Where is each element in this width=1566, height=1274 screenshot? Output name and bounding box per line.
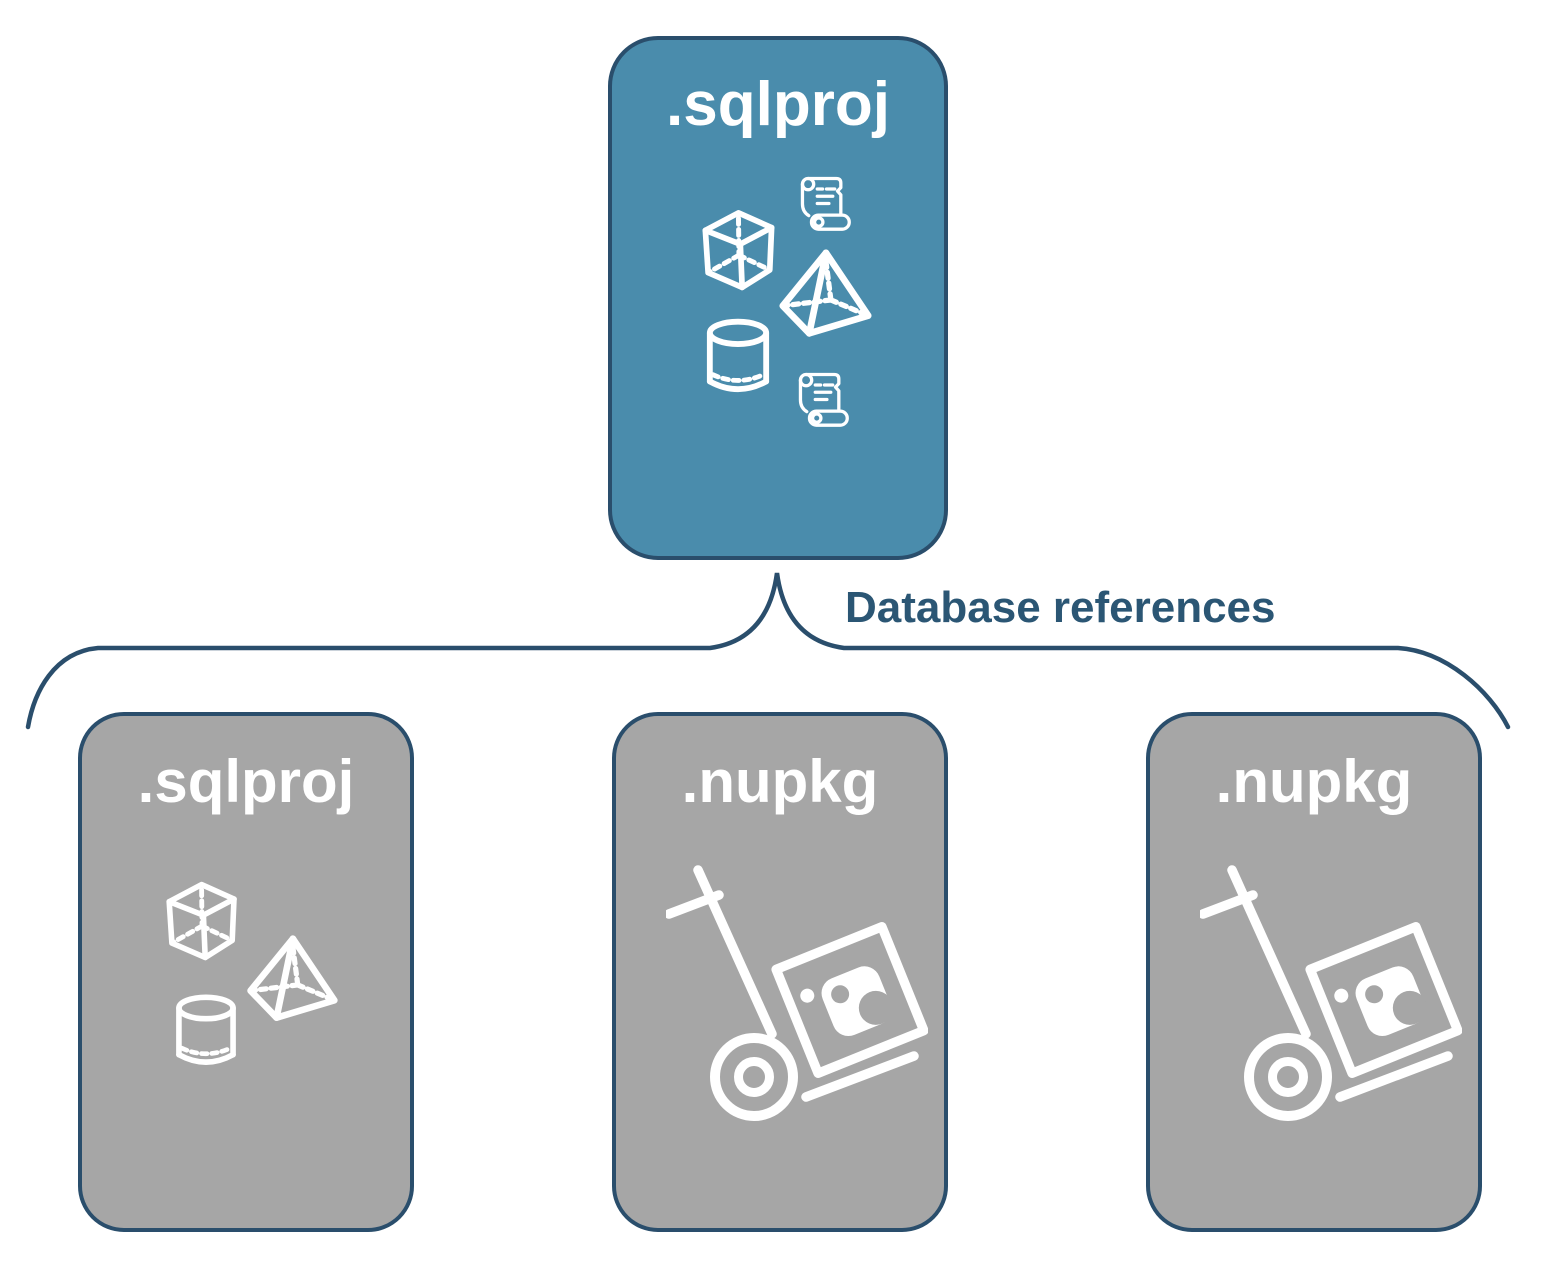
- database-cylinder-icon: [706, 318, 770, 393]
- sqlproj-root-card: .sqlproj: [608, 36, 948, 560]
- nuget-handtruck-icon: [666, 865, 928, 1121]
- child-card-label: .sqlproj: [137, 748, 355, 815]
- nupkg-child-card-2: .nupkg: [1146, 712, 1482, 1232]
- script-scroll-icon: [798, 372, 849, 427]
- connector-label: Database references: [845, 583, 1276, 632]
- nuget-handtruck-icon: [1200, 865, 1462, 1121]
- cube-icon: [166, 881, 237, 961]
- pyramid-icon: [779, 249, 872, 337]
- database-cylinder-icon: [176, 994, 236, 1065]
- sqlproj-child-card: .sqlproj: [78, 712, 414, 1232]
- nupkg-child-card-1: .nupkg: [612, 712, 948, 1232]
- child-card-label: .nupkg: [1215, 748, 1413, 815]
- root-card-label: .sqlproj: [666, 70, 890, 139]
- cube-icon: [702, 210, 775, 291]
- script-scroll-icon: [800, 176, 851, 231]
- pyramid-icon: [247, 935, 338, 1021]
- child-card-label: .nupkg: [681, 748, 879, 815]
